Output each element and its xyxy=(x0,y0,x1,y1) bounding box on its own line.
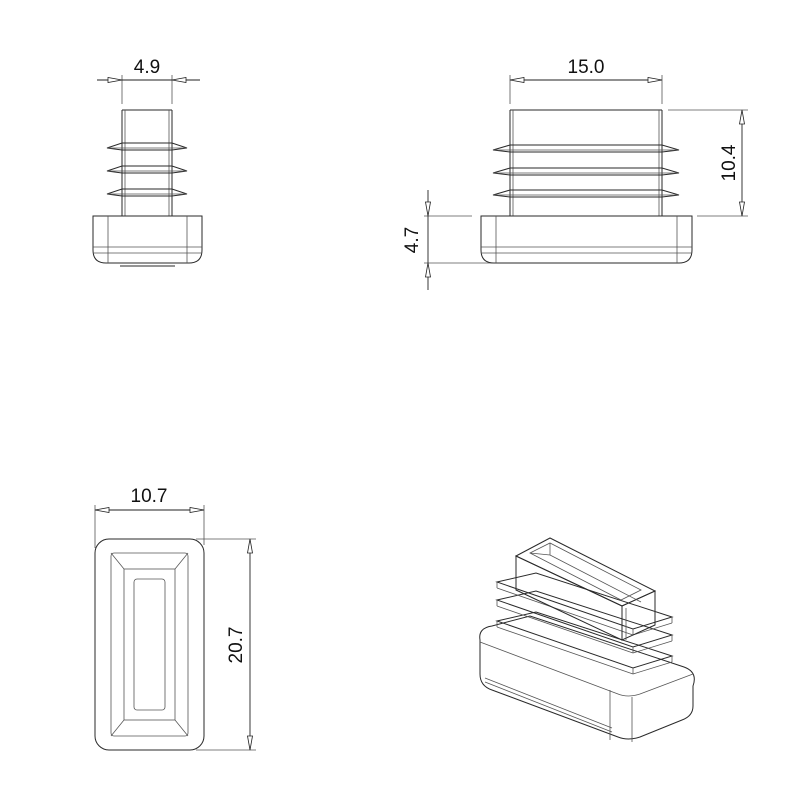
top-length-label: 20.7 xyxy=(226,627,247,664)
isometric-view xyxy=(479,537,695,742)
side-width-label: 4.9 xyxy=(134,57,160,78)
front-view: 15.0 10.4 4.7 xyxy=(402,57,748,290)
top-view: 10.7 20.7 xyxy=(94,486,256,751)
front-cap-height-label: 4.7 xyxy=(402,227,423,253)
front-insert-height-label: 10.4 xyxy=(719,144,740,181)
front-width-label: 15.0 xyxy=(568,57,605,78)
top-width-label: 10.7 xyxy=(131,486,168,507)
side-view: 4.9 xyxy=(92,57,203,267)
